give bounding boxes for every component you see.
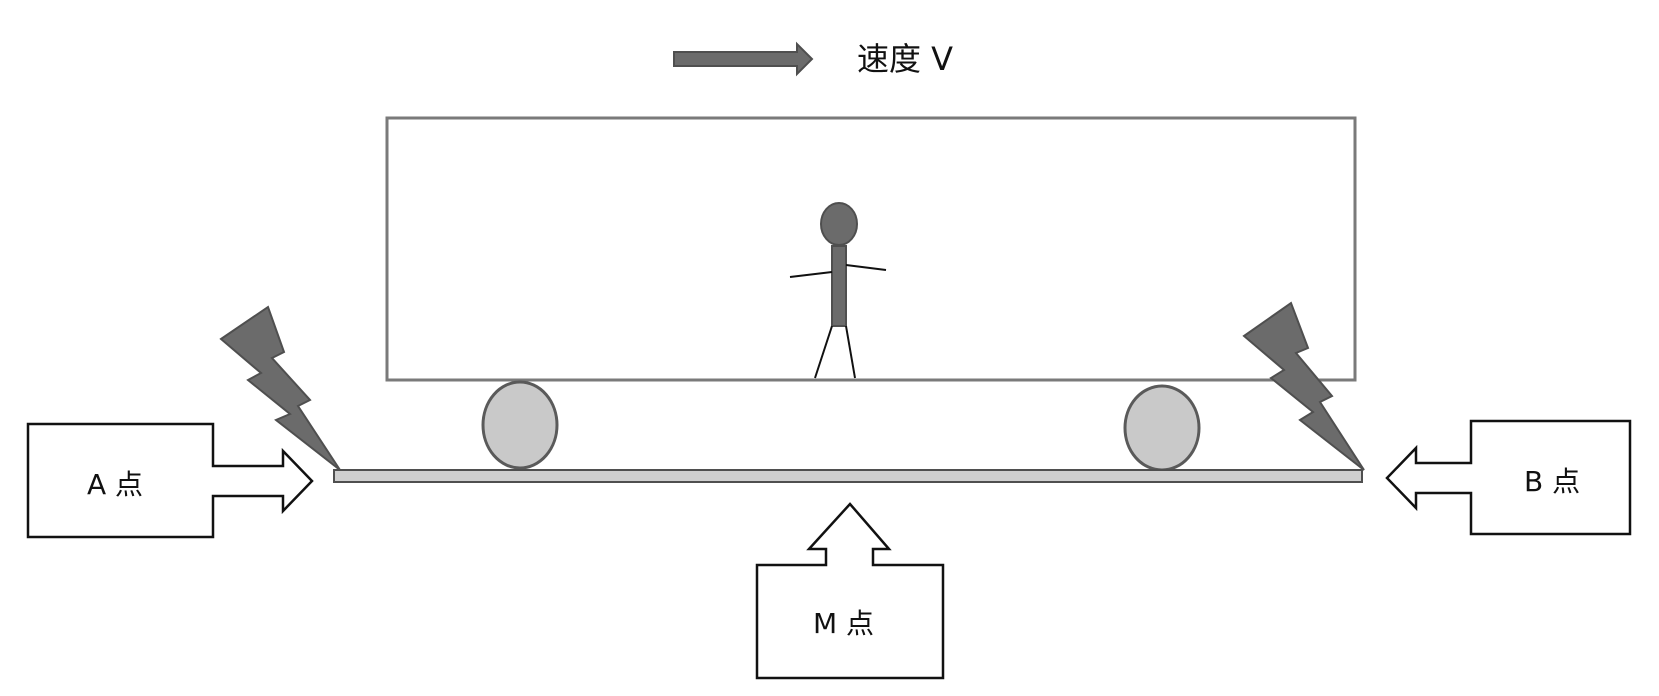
observer-m: M 点: [755, 502, 945, 680]
person-torso: [831, 245, 847, 327]
person-left-arm: [789, 271, 833, 278]
stick-figure-icon: [789, 202, 887, 379]
observer-m-label: M 点: [813, 607, 874, 640]
lightning-bolt-icon: [219, 305, 341, 471]
person-right-arm: [845, 264, 887, 271]
observer-b: B 点: [1385, 419, 1632, 536]
observer-b-label: B 点: [1524, 465, 1580, 498]
person-right-leg: [845, 325, 856, 379]
person-left-leg: [814, 325, 833, 379]
right-wheel: [1123, 384, 1201, 472]
observer-m-box: [755, 502, 945, 680]
observer-a: A 点: [26, 422, 314, 539]
track: [333, 469, 1363, 483]
arrow-right-icon: [673, 41, 814, 77]
observer-b-box: [1385, 419, 1632, 536]
observer-a-box: [26, 422, 314, 539]
left-wheel: [481, 380, 559, 470]
train-car: [385, 116, 1357, 382]
velocity-label: 速度 V: [857, 40, 953, 78]
velocity-indicator: 速度 V: [673, 40, 953, 78]
person-head: [820, 202, 858, 246]
observer-a-label: A 点: [87, 468, 143, 501]
lightning-bolt-icon: [1242, 301, 1365, 471]
